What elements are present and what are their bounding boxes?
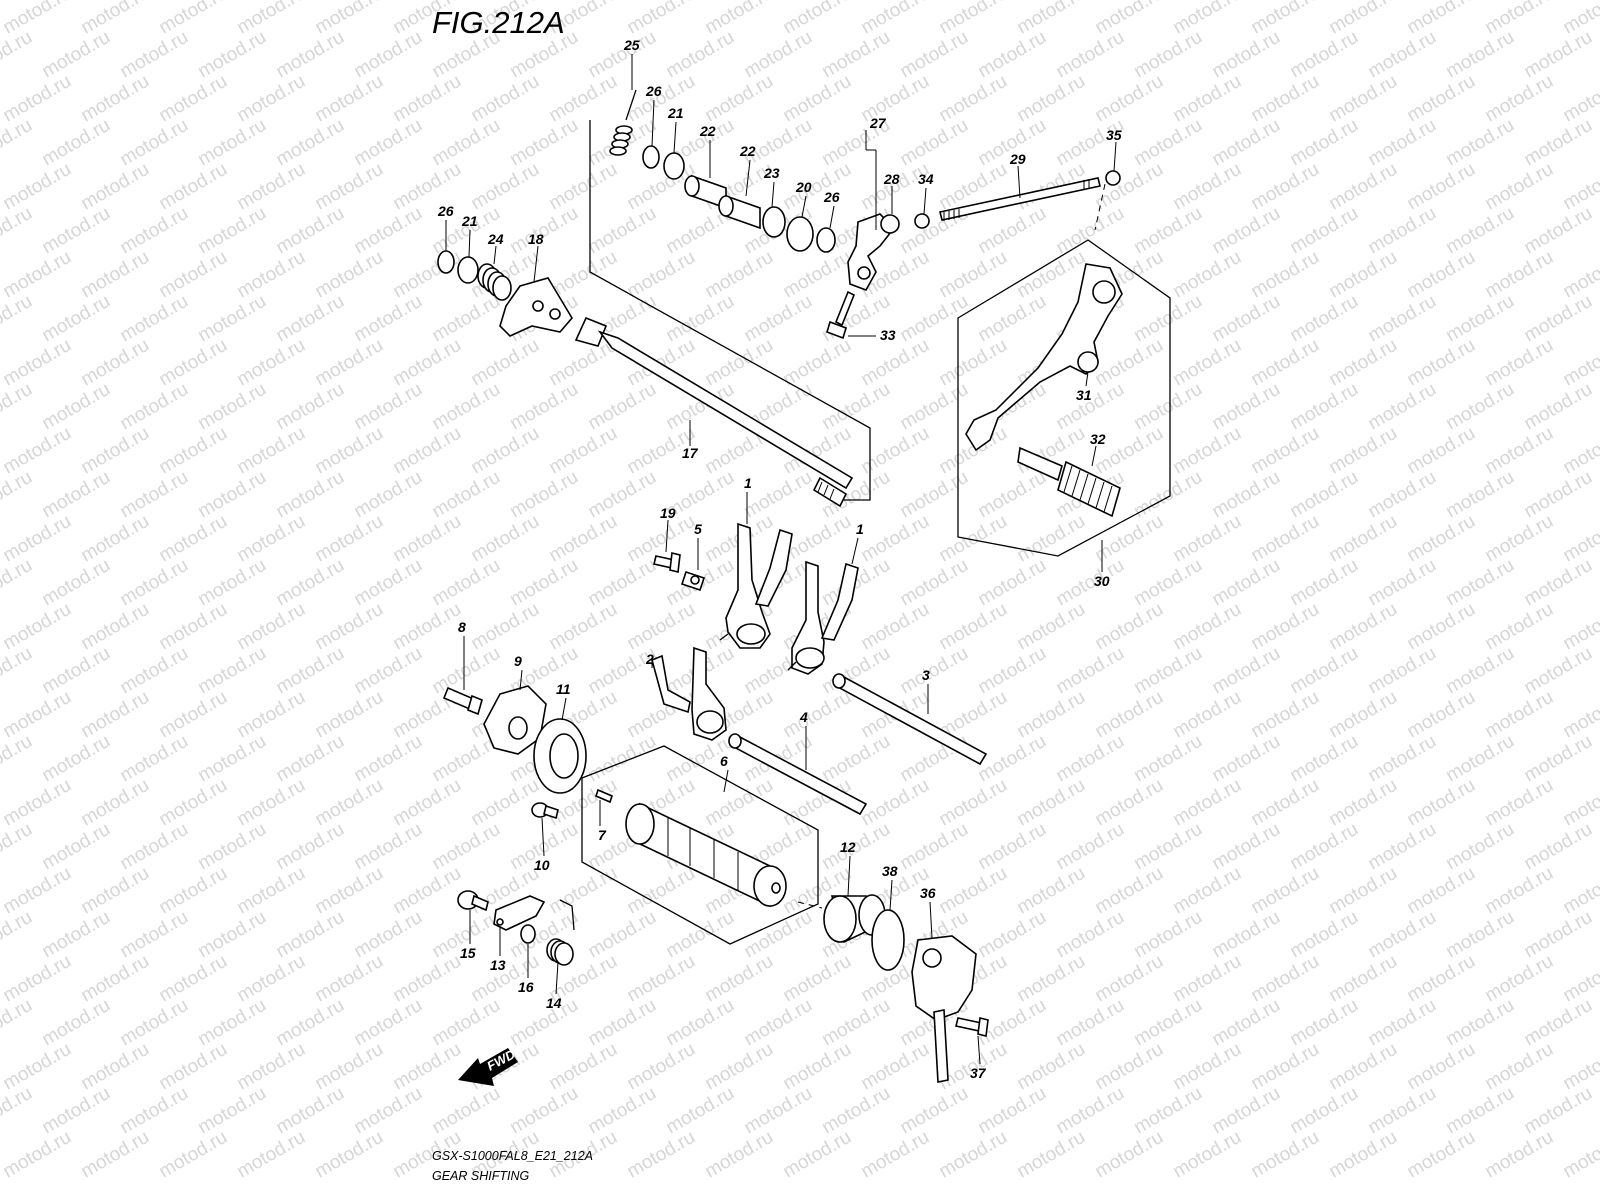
callout-3: 3 bbox=[922, 667, 930, 683]
part-27-gear-shift-link bbox=[847, 213, 900, 291]
part-5-stopper bbox=[680, 570, 706, 592]
part-26-circlip-c bbox=[437, 250, 455, 274]
part-6-gear-shift-cam bbox=[625, 802, 787, 908]
part-22-bushing-a bbox=[684, 174, 727, 210]
part-3-fork-shaft bbox=[832, 673, 988, 766]
callout-16: 16 bbox=[518, 979, 534, 995]
part-10-pin bbox=[531, 802, 559, 820]
part-21-washer-b bbox=[457, 256, 479, 284]
part-26-circlip-a bbox=[642, 145, 660, 169]
part-34-nut bbox=[914, 213, 930, 229]
callout-29: 29 bbox=[1009, 151, 1026, 167]
part-4-fork-shaft bbox=[728, 733, 868, 816]
callout-26: 26 bbox=[437, 203, 454, 219]
callout-17: 17 bbox=[682, 445, 699, 461]
callout-22: 22 bbox=[739, 143, 756, 159]
callout-22: 22 bbox=[699, 123, 716, 139]
group-outline-shift-shaft bbox=[589, 120, 871, 501]
callout-23: 23 bbox=[763, 165, 780, 181]
part-17-gear-shift-shaft bbox=[574, 316, 854, 508]
callout-9: 9 bbox=[514, 653, 522, 669]
callout-37: 37 bbox=[970, 1065, 987, 1081]
part-13-plate bbox=[493, 895, 546, 931]
part-2-shift-fork-c bbox=[651, 646, 727, 741]
callout-27: 27 bbox=[869, 115, 887, 131]
part-1-shift-fork-a bbox=[719, 522, 793, 649]
callout-24: 24 bbox=[487, 231, 504, 247]
callout-8: 8 bbox=[458, 619, 466, 635]
part-15-bolt bbox=[457, 890, 489, 912]
callout-38: 38 bbox=[882, 863, 898, 879]
callout-labels: 25 26 21 22 22 23 20 26 27 28 34 29 35 2… bbox=[437, 37, 1122, 1081]
callout-19: 19 bbox=[660, 505, 676, 521]
part-32-footpeg-rubber bbox=[1017, 446, 1121, 518]
part-9-cam bbox=[483, 685, 547, 755]
callout-1: 1 bbox=[856, 521, 864, 537]
part-35-nut bbox=[1105, 170, 1121, 186]
part-8-bolt bbox=[442, 686, 483, 716]
dash-leader-35 bbox=[1094, 183, 1106, 231]
callout-32: 32 bbox=[1090, 431, 1106, 447]
part-24-spring bbox=[477, 263, 512, 301]
callout-31: 31 bbox=[1076, 387, 1092, 403]
part-22-bushing-b bbox=[718, 194, 761, 230]
footer-figure-name: GEAR SHIFTING bbox=[432, 1169, 530, 1183]
callout-1: 1 bbox=[744, 475, 752, 491]
callout-25: 25 bbox=[623, 37, 640, 53]
callout-13: 13 bbox=[490, 957, 506, 973]
part-33-bolt bbox=[826, 290, 856, 340]
callout-4: 4 bbox=[799, 709, 808, 725]
callout-7: 7 bbox=[598, 827, 607, 843]
group-outline-shift-lever bbox=[957, 239, 1171, 557]
callout-14: 14 bbox=[546, 995, 562, 1011]
callout-12: 12 bbox=[840, 839, 856, 855]
callout-11: 11 bbox=[556, 681, 571, 697]
group-outline-shift-drum bbox=[581, 745, 819, 945]
callout-26: 26 bbox=[823, 189, 840, 205]
part-31-gear-shift-lever bbox=[965, 263, 1123, 452]
dash-leader-drum bbox=[797, 901, 823, 909]
part-19-bolt bbox=[653, 552, 681, 573]
callout-33: 33 bbox=[880, 327, 896, 343]
callout-26: 26 bbox=[645, 83, 662, 99]
part-23-oil-seal bbox=[762, 206, 786, 238]
footer-model-code: GSX-S1000FAL8_E21_212A bbox=[432, 1149, 593, 1163]
part-37-bolt bbox=[955, 1017, 989, 1037]
part-11-bearing bbox=[533, 718, 587, 794]
leader-lines bbox=[445, 54, 1117, 1065]
callout-21: 21 bbox=[667, 105, 684, 121]
callout-15: 15 bbox=[460, 945, 476, 961]
callout-5: 5 bbox=[694, 521, 702, 537]
forward-direction-arrow: FWD bbox=[458, 1046, 518, 1086]
part-29-tie-rod bbox=[939, 177, 1101, 221]
part-26-circlip-b bbox=[816, 227, 836, 253]
callout-28: 28 bbox=[883, 171, 900, 187]
part-14-spring bbox=[546, 899, 575, 966]
callout-18: 18 bbox=[528, 231, 544, 247]
callout-36: 36 bbox=[920, 885, 936, 901]
part-16-washer bbox=[520, 924, 536, 944]
part-1-shift-fork-b bbox=[787, 560, 859, 675]
part-7-pin bbox=[595, 788, 613, 804]
callout-2: 2 bbox=[645, 651, 654, 667]
callout-10: 10 bbox=[534, 857, 550, 873]
part-38-o-ring bbox=[871, 909, 905, 971]
callout-21: 21 bbox=[461, 213, 478, 229]
part-21-washer-a bbox=[663, 152, 685, 180]
callout-6: 6 bbox=[720, 753, 728, 769]
figure-title: FIG.212A bbox=[432, 5, 565, 40]
callout-34: 34 bbox=[918, 171, 934, 187]
callout-35: 35 bbox=[1106, 127, 1122, 143]
callout-20: 20 bbox=[795, 179, 812, 195]
part-36-shift-cam-stopper bbox=[911, 935, 977, 1083]
part-25-return-spring bbox=[609, 89, 637, 156]
part-20-washer bbox=[786, 216, 814, 252]
callout-30: 30 bbox=[1094, 573, 1110, 589]
part-18-shift-arm bbox=[499, 277, 573, 337]
